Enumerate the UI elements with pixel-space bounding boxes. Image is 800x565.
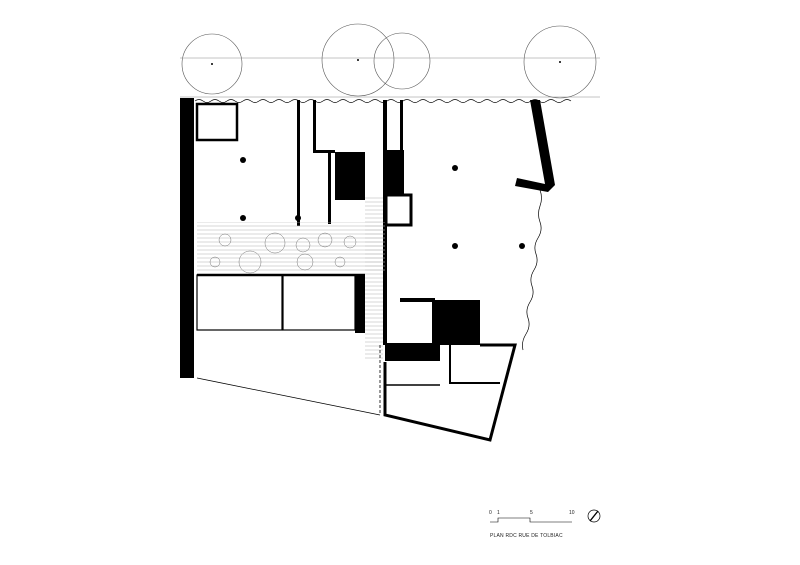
- scale-bar: [490, 517, 572, 523]
- scale-tick: 10: [569, 510, 575, 516]
- seating: [209, 232, 357, 274]
- plan-caption: PLAN RDC RUE DE TOLBIAC: [490, 533, 563, 539]
- scale-tick: 1: [497, 510, 500, 516]
- corner-building: [383, 343, 517, 442]
- scale-tick: 0: [489, 510, 492, 516]
- columns: [240, 157, 525, 249]
- rooms: [196, 273, 365, 331]
- north-arrow-icon: [587, 509, 601, 523]
- scale-tick: 5: [530, 510, 533, 516]
- trees: [181, 23, 597, 99]
